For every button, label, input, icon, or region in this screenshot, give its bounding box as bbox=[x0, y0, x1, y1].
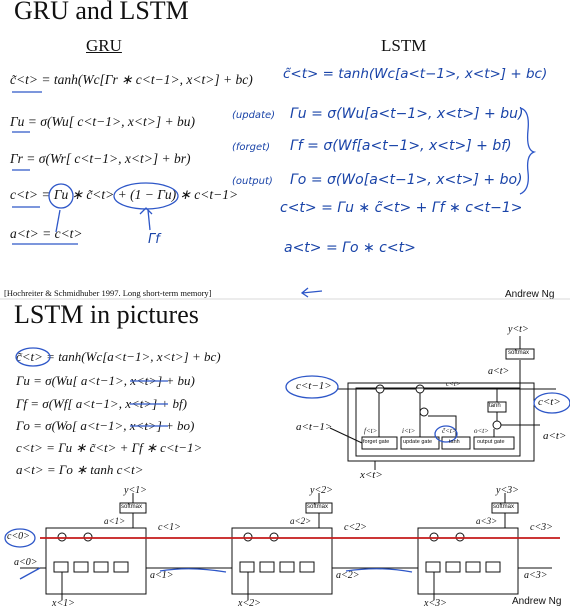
lstm-hand-update: Γu = σ(Wu[a<t−1>, x<t>] + bu) bbox=[290, 106, 524, 122]
note-forget: (forget) bbox=[232, 142, 270, 153]
lstm-hand-output: Γo = σ(Wo[a<t−1>, x<t>] + bo) bbox=[290, 172, 523, 188]
chain-c0: c<0> bbox=[7, 531, 30, 542]
chain-x2: x<2> bbox=[238, 598, 261, 609]
cell-internal-c: c<t> bbox=[446, 380, 461, 388]
gamma-f-note: Γf bbox=[148, 232, 160, 247]
cell-y-out: y<t> bbox=[508, 324, 529, 335]
cell-sym-c: c̃<t> bbox=[442, 427, 457, 435]
cell-c-prev: c<t−1> bbox=[296, 380, 332, 392]
pic-eq-update: Γu = σ(Wu[ a<t−1>, x<t>] + bu) bbox=[16, 373, 195, 388]
cell-a-top: a<t> bbox=[488, 366, 510, 377]
pic-eq-candidate: c̃<t> = tanh(Wc[a<t−1>, x<t>] + bc) bbox=[16, 349, 221, 364]
chain-a1: a<1> bbox=[150, 570, 174, 581]
citation: [Hochreiter & Schmidhuber 1997. Long sho… bbox=[4, 288, 212, 298]
chain-softmax-3: softmax bbox=[493, 504, 515, 510]
cell-x-in: x<t> bbox=[360, 469, 383, 481]
lstm-hand-cell: c<t> = Γu ∗ c̃<t> + Γf ∗ c<t−1> bbox=[280, 200, 523, 216]
gru-eq-activation: a<t> = c<t> bbox=[10, 226, 83, 241]
author-2: Andrew Ng bbox=[512, 596, 562, 607]
chain-a2: a<2> bbox=[336, 570, 360, 581]
gru-eq-relevance: Γr = σ(Wr[ c<t−1>, x<t>] + br) bbox=[10, 151, 191, 166]
chain-y2: y<2> bbox=[310, 485, 333, 496]
slide1-title: GRU and LSTM bbox=[14, 0, 189, 25]
cell-a-prev: a<t−1> bbox=[296, 421, 333, 433]
slide2-title: LSTM in pictures bbox=[14, 300, 199, 329]
cell-sym-f: f<t> bbox=[364, 427, 378, 435]
cell-softmax: softmax bbox=[508, 350, 530, 356]
gru-eq-update: Γu = σ(Wu[ c<t−1>, x<t>] + bu) bbox=[10, 114, 195, 129]
chain-a1-top: a<1> bbox=[104, 516, 126, 526]
chain-softmax-2: softmax bbox=[307, 504, 329, 510]
note-output: (output) bbox=[232, 176, 273, 187]
gate-tanh: tanh bbox=[449, 439, 460, 445]
chain-x1: x<1> bbox=[52, 598, 75, 609]
chain-c1: c<1> bbox=[158, 522, 181, 533]
chain-c2: c<2> bbox=[344, 522, 367, 533]
chain-a3: a<3> bbox=[524, 570, 548, 581]
cell-sym-i: i<t> bbox=[402, 427, 416, 435]
gru-heading: GRU bbox=[86, 36, 122, 55]
pic-eq-forget: Γf = σ(Wf[ a<t−1>, x<t>] + bf) bbox=[16, 396, 187, 411]
author-1: Andrew Ng bbox=[505, 289, 555, 300]
chain-c3: c<3> bbox=[530, 522, 553, 533]
chain-a3-top: a<3> bbox=[476, 516, 498, 526]
chain-softmax-1: softmax bbox=[121, 504, 143, 510]
note-update: (update) bbox=[232, 110, 276, 121]
lstm-hand-candidate: c̃<t> = tanh(Wc[a<t−1>, x<t>] + bc) bbox=[283, 66, 548, 82]
chain-a0: a<0> bbox=[14, 557, 38, 568]
pic-eq-activation: a<t> = Γo ∗ tanh c<t> bbox=[16, 462, 144, 477]
cell-a-right: a<t> bbox=[543, 430, 567, 442]
gate-update: update gate bbox=[403, 439, 433, 445]
cell-c-out: c<t> bbox=[538, 396, 561, 408]
chain-y1: y<1> bbox=[124, 485, 147, 496]
pic-eq-cell: c<t> = Γu ∗ c̃<t> + Γf ∗ c<t−1> bbox=[16, 440, 203, 455]
lstm-hand-activation: a<t> = Γo ∗ c<t> bbox=[284, 240, 416, 256]
pic-eq-output: Γo = σ(Wo[ a<t−1>, x<t>] + bo) bbox=[16, 418, 195, 433]
cell-sym-o: o<t> bbox=[474, 427, 489, 435]
chain-a2-top: a<2> bbox=[290, 516, 312, 526]
cell-tanh-box: tanh bbox=[489, 403, 501, 409]
gate-forget: forget gate bbox=[363, 439, 390, 445]
gate-output: output gate bbox=[477, 439, 505, 445]
chain-x3: x<3> bbox=[424, 598, 447, 609]
lstm-hand-forget: Γf = σ(Wf[a<t−1>, x<t>] + bf) bbox=[290, 138, 512, 154]
lstm-heading: LSTM bbox=[381, 36, 427, 55]
gru-eq-cell: c<t> = Γu ∗ c̃<t> + (1 − Γu) ∗ c<t−1> bbox=[10, 187, 239, 202]
gru-eq-candidate: c̃<t> = tanh(Wc[Γr ∗ c<t−1>, x<t>] + bc) bbox=[10, 72, 253, 87]
chain-y3: y<3> bbox=[496, 485, 519, 496]
